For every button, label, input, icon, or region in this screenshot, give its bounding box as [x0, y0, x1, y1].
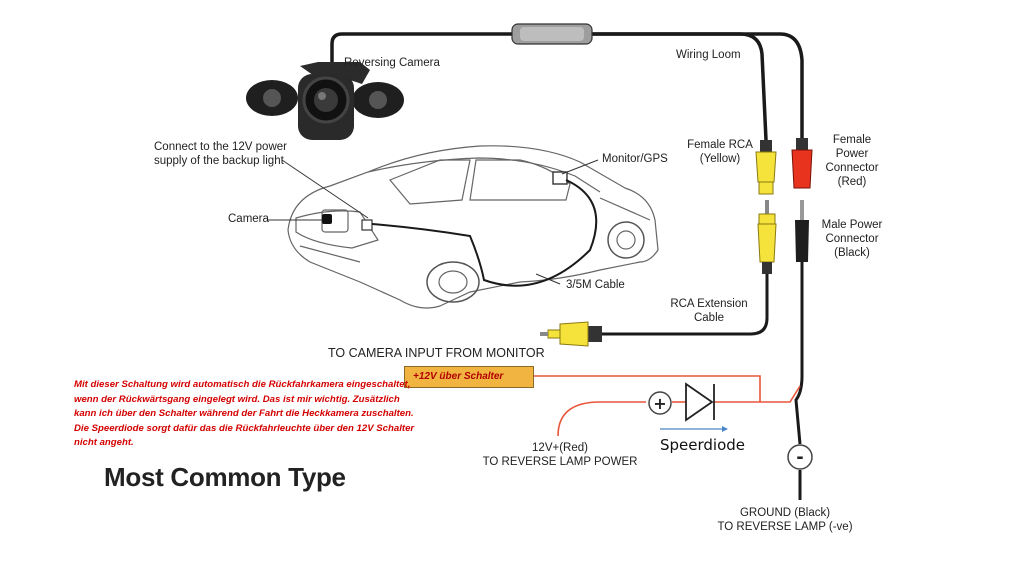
ground-label: GROUND (Black) TO REVERSE LAMP (-ve) — [717, 507, 853, 533]
leader-lines — [268, 159, 599, 285]
switch-label-box: +12V über Schalter — [404, 366, 534, 388]
power-cable — [794, 262, 804, 445]
added-circuit — [534, 375, 801, 437]
female-rca-connector — [755, 140, 777, 195]
male-rca-connector — [757, 200, 777, 274]
monitor-gps-label: Monitor/GPS — [602, 153, 668, 165]
female-power-label: Female Power Connector (Red) — [825, 134, 879, 188]
rca-extension-label: RCA Extension Cable — [670, 298, 748, 324]
plus-terminal — [648, 391, 672, 415]
car-graphic — [287, 145, 659, 309]
camera-input-label: TO CAMERA INPUT FROM MONITOR — [328, 346, 545, 360]
minus-sign: - — [796, 447, 803, 468]
male-power-connector — [795, 200, 809, 262]
female-power-connector — [791, 138, 813, 189]
minus-terminal — [787, 444, 813, 470]
camera-cable — [371, 179, 598, 287]
speerdiode-label: Speerdiode — [660, 436, 746, 454]
connect-light-label: Connect to the 12V power supply of the b… — [154, 141, 287, 167]
plus-sign: + — [653, 394, 666, 413]
rca-extension-cable — [600, 274, 769, 336]
female-rca-label: Female RCA (Yellow) — [687, 139, 753, 165]
reversing-camera-label: Reversing Camera — [344, 57, 440, 69]
reverse-lamp-power-label: 12V+(Red) TO REVERSE LAMP POWER — [482, 442, 638, 468]
car-camera-marker — [322, 214, 332, 224]
wiring-loom-label: Wiring Loom — [676, 49, 741, 61]
monitor-marker — [552, 171, 568, 185]
reversing-camera-graphic — [246, 62, 404, 140]
cable-length-label: 3/5M Cable — [566, 279, 625, 291]
rca-plug — [540, 321, 602, 347]
diagram-title: Most Common Type — [104, 462, 346, 492]
diode-symbol — [685, 382, 715, 422]
male-power-label: Male Power Connector (Black) — [821, 219, 883, 259]
camera-label: Camera — [228, 213, 269, 225]
wiring-loom — [330, 32, 804, 142]
circuit-note: Mit dieser Schaltung wird automatisch di… — [74, 379, 415, 449]
